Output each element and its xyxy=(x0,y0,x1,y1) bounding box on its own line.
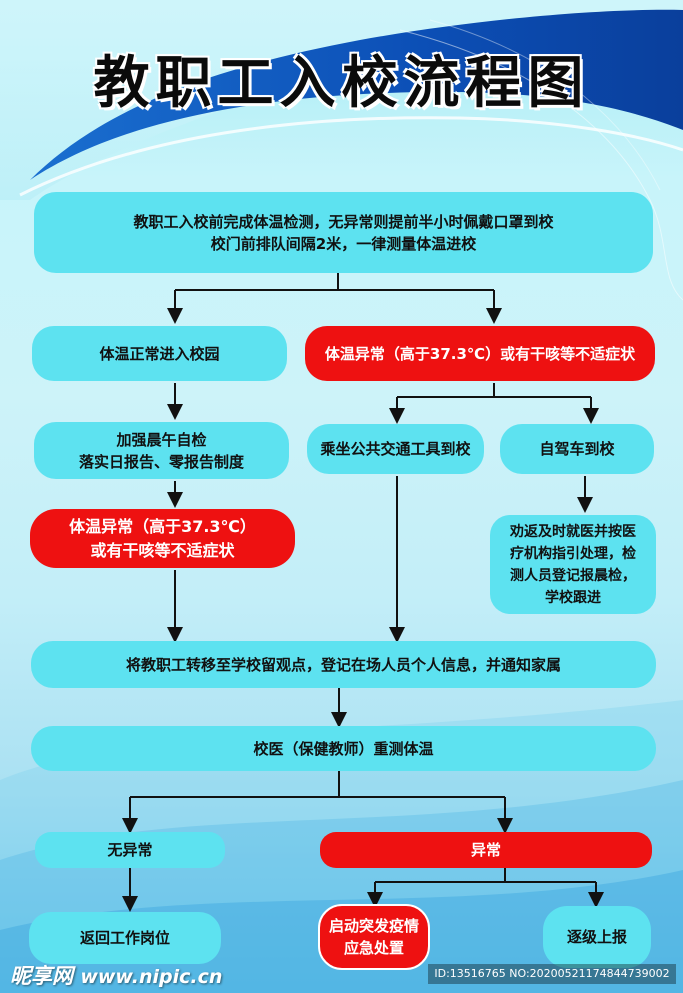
page-title: 教职工入校流程图 xyxy=(93,51,590,116)
emergency-response-line2: 应急处置 xyxy=(343,939,404,957)
advise-hospital-line1: 劝返及时就医并按医 xyxy=(510,523,636,540)
watermark-id: ID:13516765 NO:20200521174844739002 xyxy=(428,964,676,984)
watermark-logo-text: 昵享网 xyxy=(10,964,73,988)
abnormal-later-box: 体温异常（高于37.3℃） 或有干咳等不适症状 xyxy=(30,509,295,568)
report-up-label: 逐级上报 xyxy=(566,928,627,946)
abnormal-later-line2: 或有干咳等不适症状 xyxy=(90,540,235,560)
abnormal-box: 异常 xyxy=(320,832,652,868)
self-drive-label: 自驾车到校 xyxy=(539,440,615,458)
self-check-box: 加强晨午自检 落实日报告、零报告制度 xyxy=(34,422,289,479)
no-abnormal-box: 无异常 xyxy=(35,832,225,868)
public-transport-label: 乘坐公共交通工具到校 xyxy=(320,440,471,458)
advise-hospital-line3: 测人员登记报晨检， xyxy=(510,567,636,584)
no-abnormal-label: 无异常 xyxy=(107,841,153,859)
self-check-line1: 加强晨午自检 xyxy=(116,430,207,449)
watermark-logo: 昵享网 www.nipic.cn xyxy=(10,960,222,990)
advise-hospital-line2: 疗机构指引处理，检 xyxy=(510,545,636,562)
return-work-label: 返回工作岗位 xyxy=(79,929,170,947)
transfer-box: 将教职工转移至学校留观点，登记在场人员个人信息，并通知家属 xyxy=(31,641,656,688)
start-step-line2: 校门前排队间隔2米，一律测量体温进校 xyxy=(210,234,477,253)
transfer-label: 将教职工转移至学校留观点，登记在场人员个人信息，并通知家属 xyxy=(125,655,561,674)
self-drive-box: 自驾车到校 xyxy=(500,424,654,474)
self-check-line2: 落实日报告、零报告制度 xyxy=(78,452,244,471)
emergency-response-box: 启动突发疫情 应急处置 xyxy=(318,904,430,970)
abnormal-later-line1: 体温异常（高于37.3℃） xyxy=(69,516,256,536)
advise-hospital-box: 劝返及时就医并按医 疗机构指引处理，检 测人员登记报晨检， 学校跟进 xyxy=(490,515,656,614)
advise-hospital-line4: 学校跟进 xyxy=(545,589,601,606)
return-work-box: 返回工作岗位 xyxy=(29,912,221,964)
start-step-line1: 教职工入校前完成体温检测，无异常则提前半小时佩戴口罩到校 xyxy=(133,212,554,231)
normal-entry-box: 体温正常进入校园 xyxy=(32,326,287,381)
start-step-box: 教职工入校前完成体温检测，无异常则提前半小时佩戴口罩到校 校门前排队间隔2米，一… xyxy=(34,192,653,273)
retest-box: 校医（保健教师）重测体温 xyxy=(31,726,656,771)
abnormal-at-gate-label: 体温异常（高于37.3℃）或有干咳等不适症状 xyxy=(324,344,636,363)
watermark-url: www.nipic.cn xyxy=(80,966,223,988)
report-up-box: 逐级上报 xyxy=(543,906,651,968)
normal-entry-label: 体温正常进入校园 xyxy=(99,344,220,363)
abnormal-label: 异常 xyxy=(470,841,501,859)
emergency-response-line1: 启动突发疫情 xyxy=(328,917,419,935)
retest-label: 校医（保健教师）重测体温 xyxy=(253,739,434,758)
abnormal-at-gate-box: 体温异常（高于37.3℃）或有干咳等不适症状 xyxy=(305,326,655,381)
public-transport-box: 乘坐公共交通工具到校 xyxy=(307,424,484,474)
